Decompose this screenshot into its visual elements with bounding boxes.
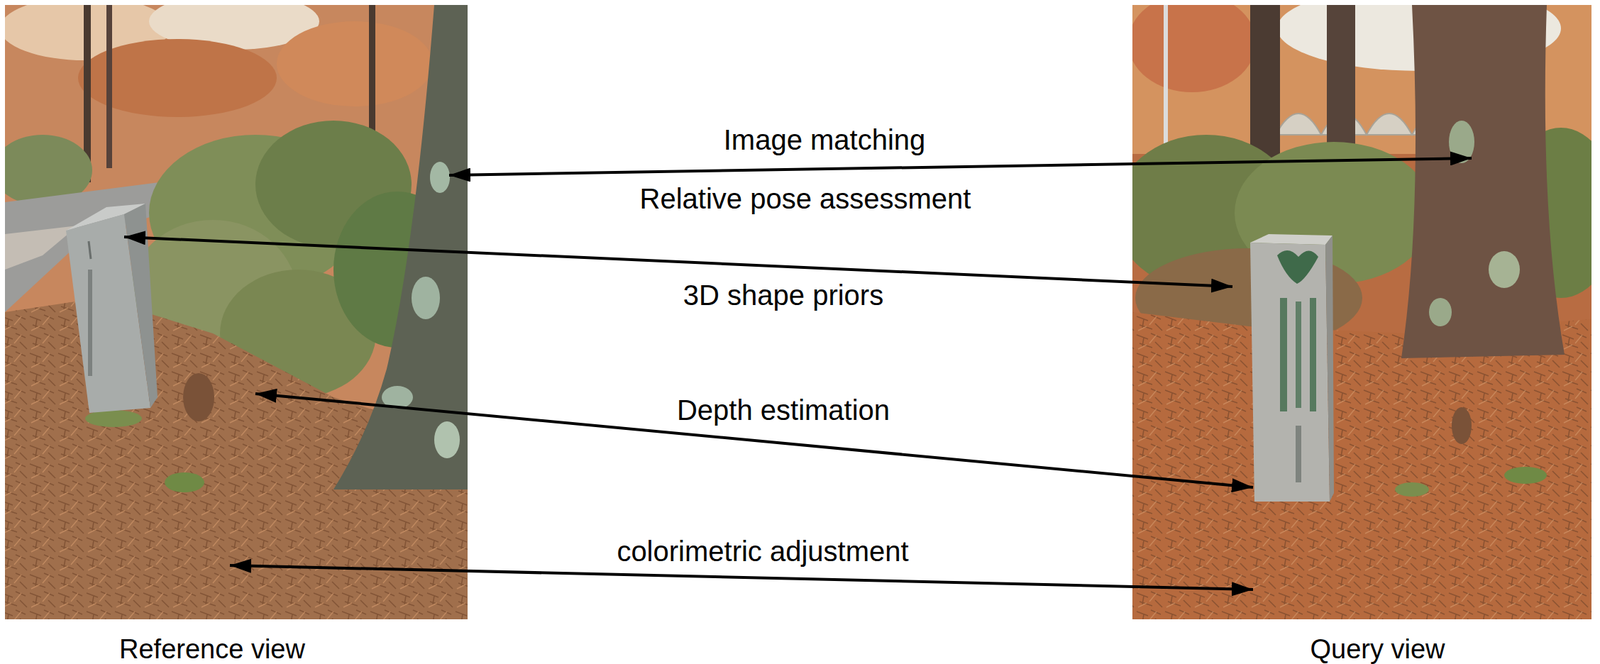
double-arrow bbox=[449, 158, 1472, 176]
view-caption: Query view bbox=[1309, 635, 1445, 663]
double-arrow bbox=[255, 393, 1254, 488]
edge-label: 3D shape priors bbox=[679, 280, 888, 311]
edge-label: Image matching bbox=[719, 124, 931, 155]
double-arrow bbox=[229, 565, 1254, 590]
edge-label: colorimetric adjustment bbox=[612, 536, 913, 567]
method-label: Relative pose assessment bbox=[635, 183, 976, 214]
photo-panel: Query view bbox=[1132, 4, 1592, 663]
view-caption: Reference view bbox=[119, 635, 306, 663]
reference-photo bbox=[4, 4, 468, 620]
edge-label: Depth estimation bbox=[672, 395, 895, 426]
double-arrow bbox=[124, 236, 1233, 287]
photo-panel: Reference view bbox=[4, 4, 468, 663]
query-photo bbox=[1132, 4, 1592, 620]
